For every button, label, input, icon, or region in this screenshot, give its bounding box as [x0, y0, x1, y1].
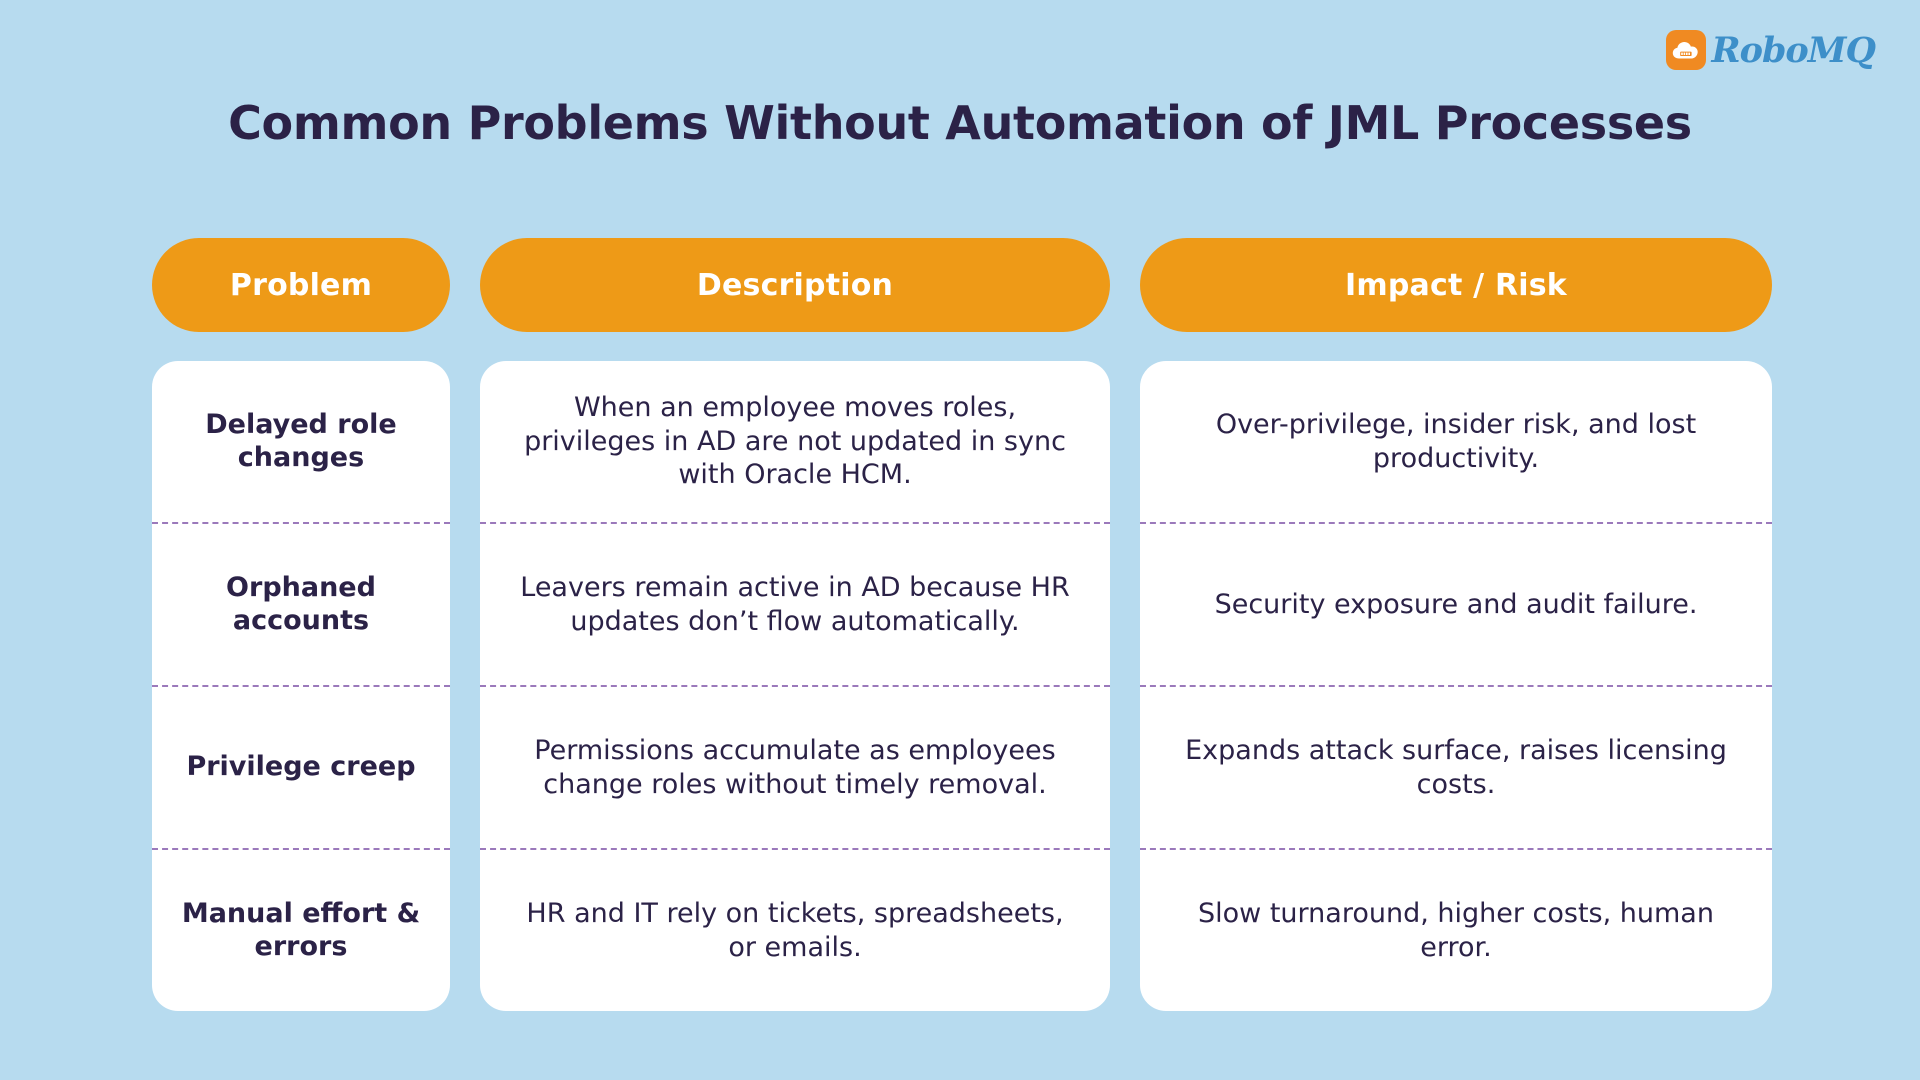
table-row: HR and IT rely on tickets, spreadsheets,… [526, 898, 1064, 963]
table-row: Permissions accumulate as employees chan… [480, 687, 1110, 850]
column-header-description: Description [480, 238, 1110, 332]
table-body: Delayed role changes Orphaned accounts P… [152, 361, 1772, 1011]
table-row: Slow turnaround, higher costs, human err… [1198, 898, 1714, 963]
table-row: Leavers remain active in AD because HR u… [480, 524, 1110, 687]
brand-logo: RoboMQ [1665, 29, 1876, 71]
column-header-problem: Problem [152, 238, 450, 332]
table-row: Expands attack surface, raises licensing… [1140, 687, 1772, 850]
table-row: Delayed role changes [152, 361, 450, 524]
column-card-problem: Delayed role changes Orphaned accounts P… [152, 361, 450, 1011]
table-header-row: Problem Description Impact / Risk [152, 238, 1772, 332]
table-row: Privilege creep [152, 687, 450, 850]
cloud-icon [1665, 30, 1706, 70]
comparison-table: Problem Description Impact / Risk Delaye… [152, 238, 1772, 1011]
column-card-impact-risk: Over-privilege, insider risk, and lost p… [1140, 361, 1772, 1011]
table-row: Manual effort & errors [181, 897, 421, 962]
table-row: Orphaned accounts [152, 524, 450, 687]
page-title: Common Problems Without Automation of JM… [228, 96, 1692, 150]
column-header-impact-risk: Impact / Risk [1140, 238, 1772, 332]
table-row: Security exposure and audit failure. [1140, 524, 1772, 687]
brand-name: RoboMQ [1711, 29, 1876, 71]
table-row: When an employee moves roles, privileges… [480, 361, 1110, 524]
table-row: Over-privilege, insider risk, and lost p… [1140, 361, 1772, 524]
column-card-description: When an employee moves roles, privileges… [480, 361, 1110, 1011]
